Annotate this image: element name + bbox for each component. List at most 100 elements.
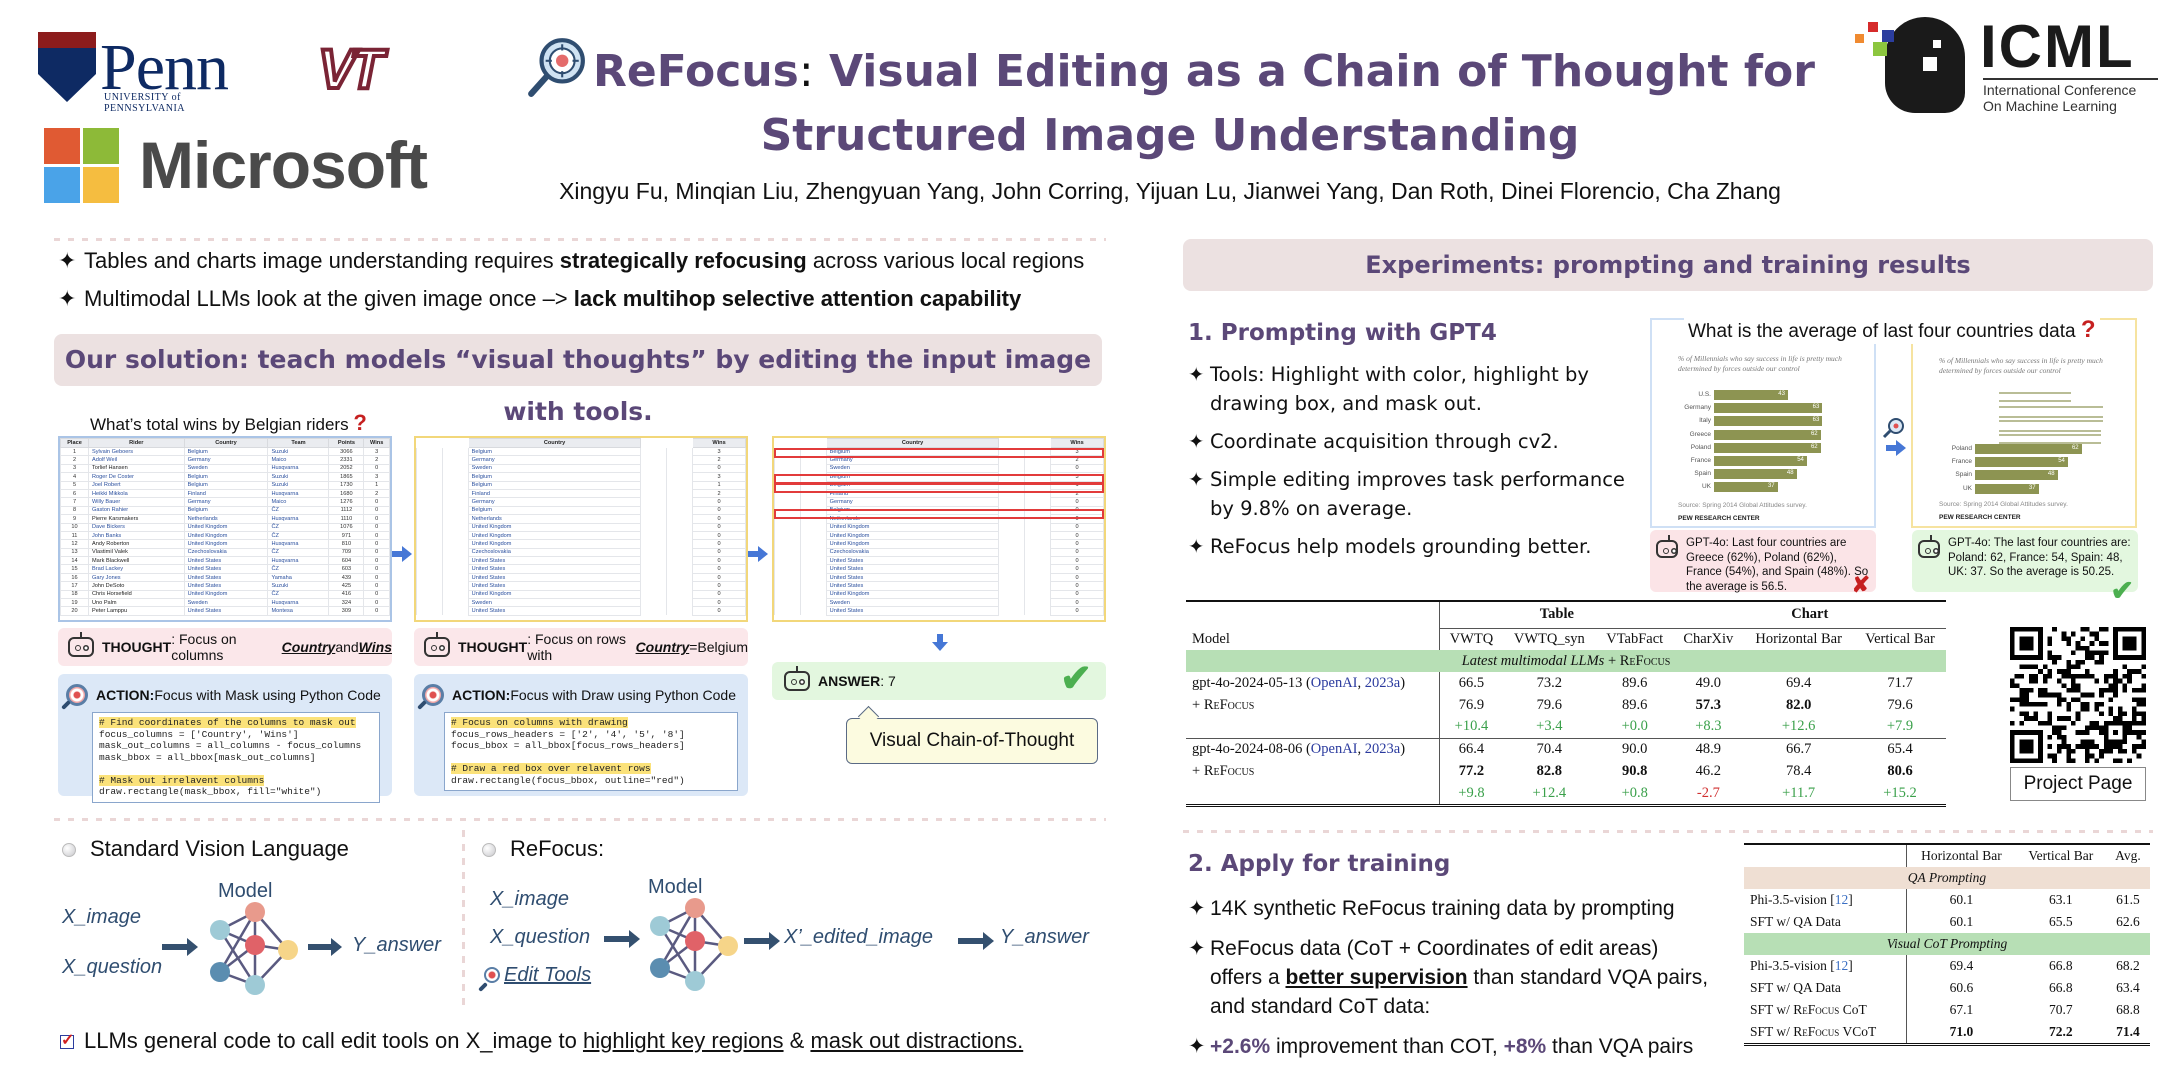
- checkmark-icon: ✔: [2110, 574, 2134, 606]
- column-header: Horizontal Bar: [1755, 630, 1842, 647]
- arrow-right-icon: [958, 932, 994, 950]
- action-step-2: ACTION: Focus with Draw using Python Cod…: [414, 674, 748, 796]
- column-header: [1744, 845, 1907, 867]
- diagram-edited-image: X’_edited_image: [784, 926, 933, 948]
- refocus-arrow-icon: [1882, 418, 1906, 456]
- arrow-right-icon: [162, 938, 198, 956]
- edit-tools-link[interactable]: Edit Tools: [484, 964, 591, 987]
- table-header-cell: [774, 438, 801, 448]
- diagram-x-image: X_image: [62, 906, 141, 928]
- method-note: LLMs general code to call edit tools on …: [60, 1028, 1023, 1054]
- microsoft-logo: Microsoft: [44, 126, 428, 204]
- training-bullets: ✦14K synthetic ReFocus training data by …: [1188, 894, 1748, 1061]
- gpt4o-wrong-response: GPT-4o: Last four countries are Greece (…: [1650, 530, 1876, 597]
- code-line: [451, 752, 731, 764]
- neural-network-icon: [210, 902, 298, 995]
- section-title-training: 2. Apply for training: [1188, 851, 1451, 877]
- project-page-button[interactable]: Project Page: [2010, 767, 2146, 801]
- solution-banner: Our solution: teach models “visual thoug…: [54, 334, 1102, 426]
- prompting-bullet-3: ✦Simple editing improves task performanc…: [1188, 468, 1625, 520]
- table-header-cell: Country: [183, 438, 269, 448]
- table-header-cell: [441, 438, 469, 448]
- training-bullet-1: ✦14K synthetic ReFocus training data by …: [1188, 897, 1675, 920]
- code-line: # Mask out irrelavent columns: [99, 774, 265, 786]
- question-mark-icon: ?: [353, 410, 367, 435]
- table-header-cell: Country: [825, 438, 1000, 448]
- robot-icon: [1656, 535, 1678, 558]
- microsoft-wordmark: Microsoft: [139, 128, 428, 202]
- table-header-cell: [666, 438, 694, 448]
- robot-icon: [1918, 535, 1940, 558]
- thought-step-1: THOUGHT: Focus on columns Country and Wi…: [58, 628, 392, 666]
- project-qr-code[interactable]: [2010, 627, 2146, 763]
- refocus-heading: ReFocus:: [482, 836, 604, 862]
- table-header-cell: Wins: [1050, 438, 1104, 448]
- diagram-model-label: Model: [648, 876, 703, 898]
- author-list: Xingyu Fu, Minqian Liu, Zhengyuan Yang, …: [559, 178, 1781, 204]
- vt-logo: VT: [316, 35, 385, 102]
- microsoft-grid-icon: [44, 127, 119, 203]
- column-header: Vertical Bar: [2028, 848, 2094, 863]
- intro-bullet-1: ✦Tables and charts image understanding r…: [58, 246, 1118, 276]
- section-divider: [1183, 830, 2153, 833]
- code-line: focus_rows_headers = ['2', '4', '5', '8'…: [451, 728, 685, 740]
- code-line: mask_bbox = all_bbox[mask_out_columns]: [99, 751, 316, 763]
- chart-original: % of Millennials who say success in life…: [1650, 318, 1876, 528]
- intro-bullet-2: ✦Multimodal LLMs look at the given image…: [58, 284, 1118, 314]
- vertical-divider: [462, 830, 465, 1008]
- robot-icon: [68, 632, 94, 657]
- visual-cot-callout: Visual Chain-of-Thought: [846, 718, 1098, 764]
- cross-icon: ✘: [1851, 571, 1870, 597]
- arrow-right-icon: [308, 938, 342, 956]
- section-title-prompting: 1. Prompting with GPT4: [1188, 320, 1497, 346]
- thought-step-2: THOUGHT: Focus on rows with Country=Belg…: [414, 628, 748, 666]
- table-header-cell: Wins: [363, 438, 390, 448]
- neural-network-icon: [650, 898, 738, 991]
- arrow-right-icon: [744, 932, 780, 950]
- table-row: +9.8+12.4+0.8-2.7+11.7+15.2: [1186, 782, 1946, 804]
- title-separator: :: [798, 46, 814, 97]
- highlight-box: [774, 483, 1104, 493]
- code-line: # Draw a red box over relavent rows: [451, 763, 651, 774]
